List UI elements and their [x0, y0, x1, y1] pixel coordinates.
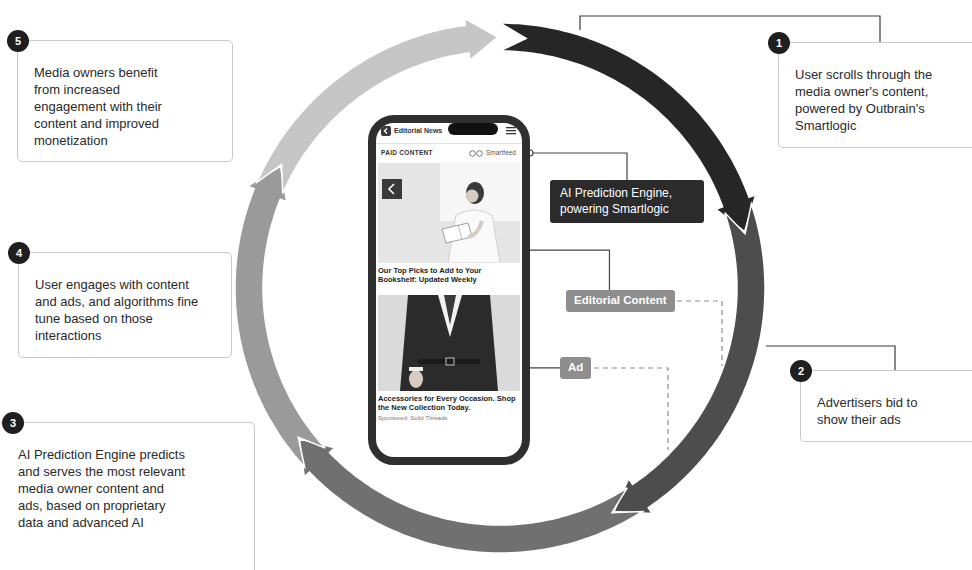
menu-bar — [506, 133, 516, 134]
article-photo — [378, 163, 520, 263]
callout-number: 4 — [8, 242, 30, 264]
header-rule — [376, 143, 522, 144]
photo-shape — [389, 184, 394, 194]
callout-number: 2 — [790, 360, 812, 382]
menu-bar — [506, 130, 516, 131]
photo-shape — [400, 295, 498, 391]
photo-shape — [378, 163, 520, 263]
site-logo — [381, 126, 391, 136]
photo-shape — [444, 295, 456, 325]
content-tag: Editorial Content — [566, 290, 675, 312]
photo-shape — [442, 223, 472, 243]
step-text: User engages with content and ads, and a… — [35, 277, 200, 345]
site-name: Editorial News — [394, 126, 442, 135]
leader-line — [580, 16, 880, 42]
feed-icon-ring — [477, 150, 483, 156]
photo-shape — [382, 179, 402, 199]
step-text: AI Prediction Engine predicts and serves… — [18, 447, 188, 531]
step-box: 1User scrolls through the media owner's … — [778, 42, 972, 148]
logo-mark — [385, 129, 388, 134]
cycle-arrow — [500, 23, 756, 232]
widget-brand: Smartfeed — [486, 149, 516, 157]
card-headline: Our Top Picks to Add to Your Bookshelf: … — [378, 266, 520, 284]
feed-icon-ring — [470, 150, 476, 156]
photo-shape — [409, 367, 423, 371]
menu-icon — [506, 127, 516, 135]
photo-shape — [468, 221, 482, 237]
cycle-ring — [235, 18, 765, 553]
callout-number: 3 — [2, 412, 24, 434]
widget-label: PAID CONTENT — [381, 149, 433, 157]
photo-shape — [458, 225, 462, 239]
leader-connector — [530, 153, 627, 180]
sponsor-line: Sponsored: Solid Threads — [378, 414, 520, 422]
editorial-card: Our Top Picks to Add to Your Bookshelf: … — [378, 163, 520, 284]
photo-shape — [378, 295, 520, 391]
dashed-leader — [585, 368, 668, 450]
callout-tag: Editorial Content — [574, 294, 667, 308]
step-box: 3AI Prediction Engine predicts and serve… — [0, 422, 255, 570]
callout-label: AI Prediction Engine, powering Smartlogi… — [560, 186, 694, 217]
step-box: 2Advertisers bid to show their ads — [800, 370, 972, 442]
leader-connector — [520, 250, 609, 290]
menu-bar — [506, 127, 516, 128]
photo-shape — [466, 182, 484, 204]
card-headline: Accessories for Every Occasion. Shop the… — [378, 394, 520, 412]
phone-notch — [448, 123, 498, 135]
content-tag: Ad — [560, 357, 591, 379]
leader-line — [766, 346, 895, 370]
ad-card: Accessories for Every Occasion. Shop the… — [378, 295, 520, 422]
logo-square — [381, 126, 391, 136]
step-box: 5Media owners benefit from increased eng… — [17, 40, 233, 162]
engine-callout: AI Prediction Engine, powering Smartlogi… — [550, 180, 704, 223]
ad-photo — [378, 295, 520, 391]
photo-shape — [438, 295, 462, 337]
step-text: User scrolls through the media owner's c… — [795, 67, 955, 135]
step-text: Media owners benefit from increased enga… — [34, 65, 170, 149]
photo-shape — [418, 359, 480, 364]
callout-number: 1 — [768, 32, 790, 54]
step-text: Advertisers bid to show their ads — [817, 395, 937, 429]
feed-icon — [469, 150, 483, 157]
callout-tag: Ad — [568, 361, 583, 375]
photo-shape — [409, 370, 423, 388]
photo-shape — [466, 190, 479, 203]
photo-shape — [446, 358, 454, 365]
step-box: 4User engages with content and ads, and … — [18, 252, 232, 358]
callout-number: 5 — [7, 30, 29, 52]
phone-mockup: Our Top Picks to Add to Your Bookshelf: … — [368, 115, 530, 465]
cycle-arrow — [614, 204, 765, 514]
